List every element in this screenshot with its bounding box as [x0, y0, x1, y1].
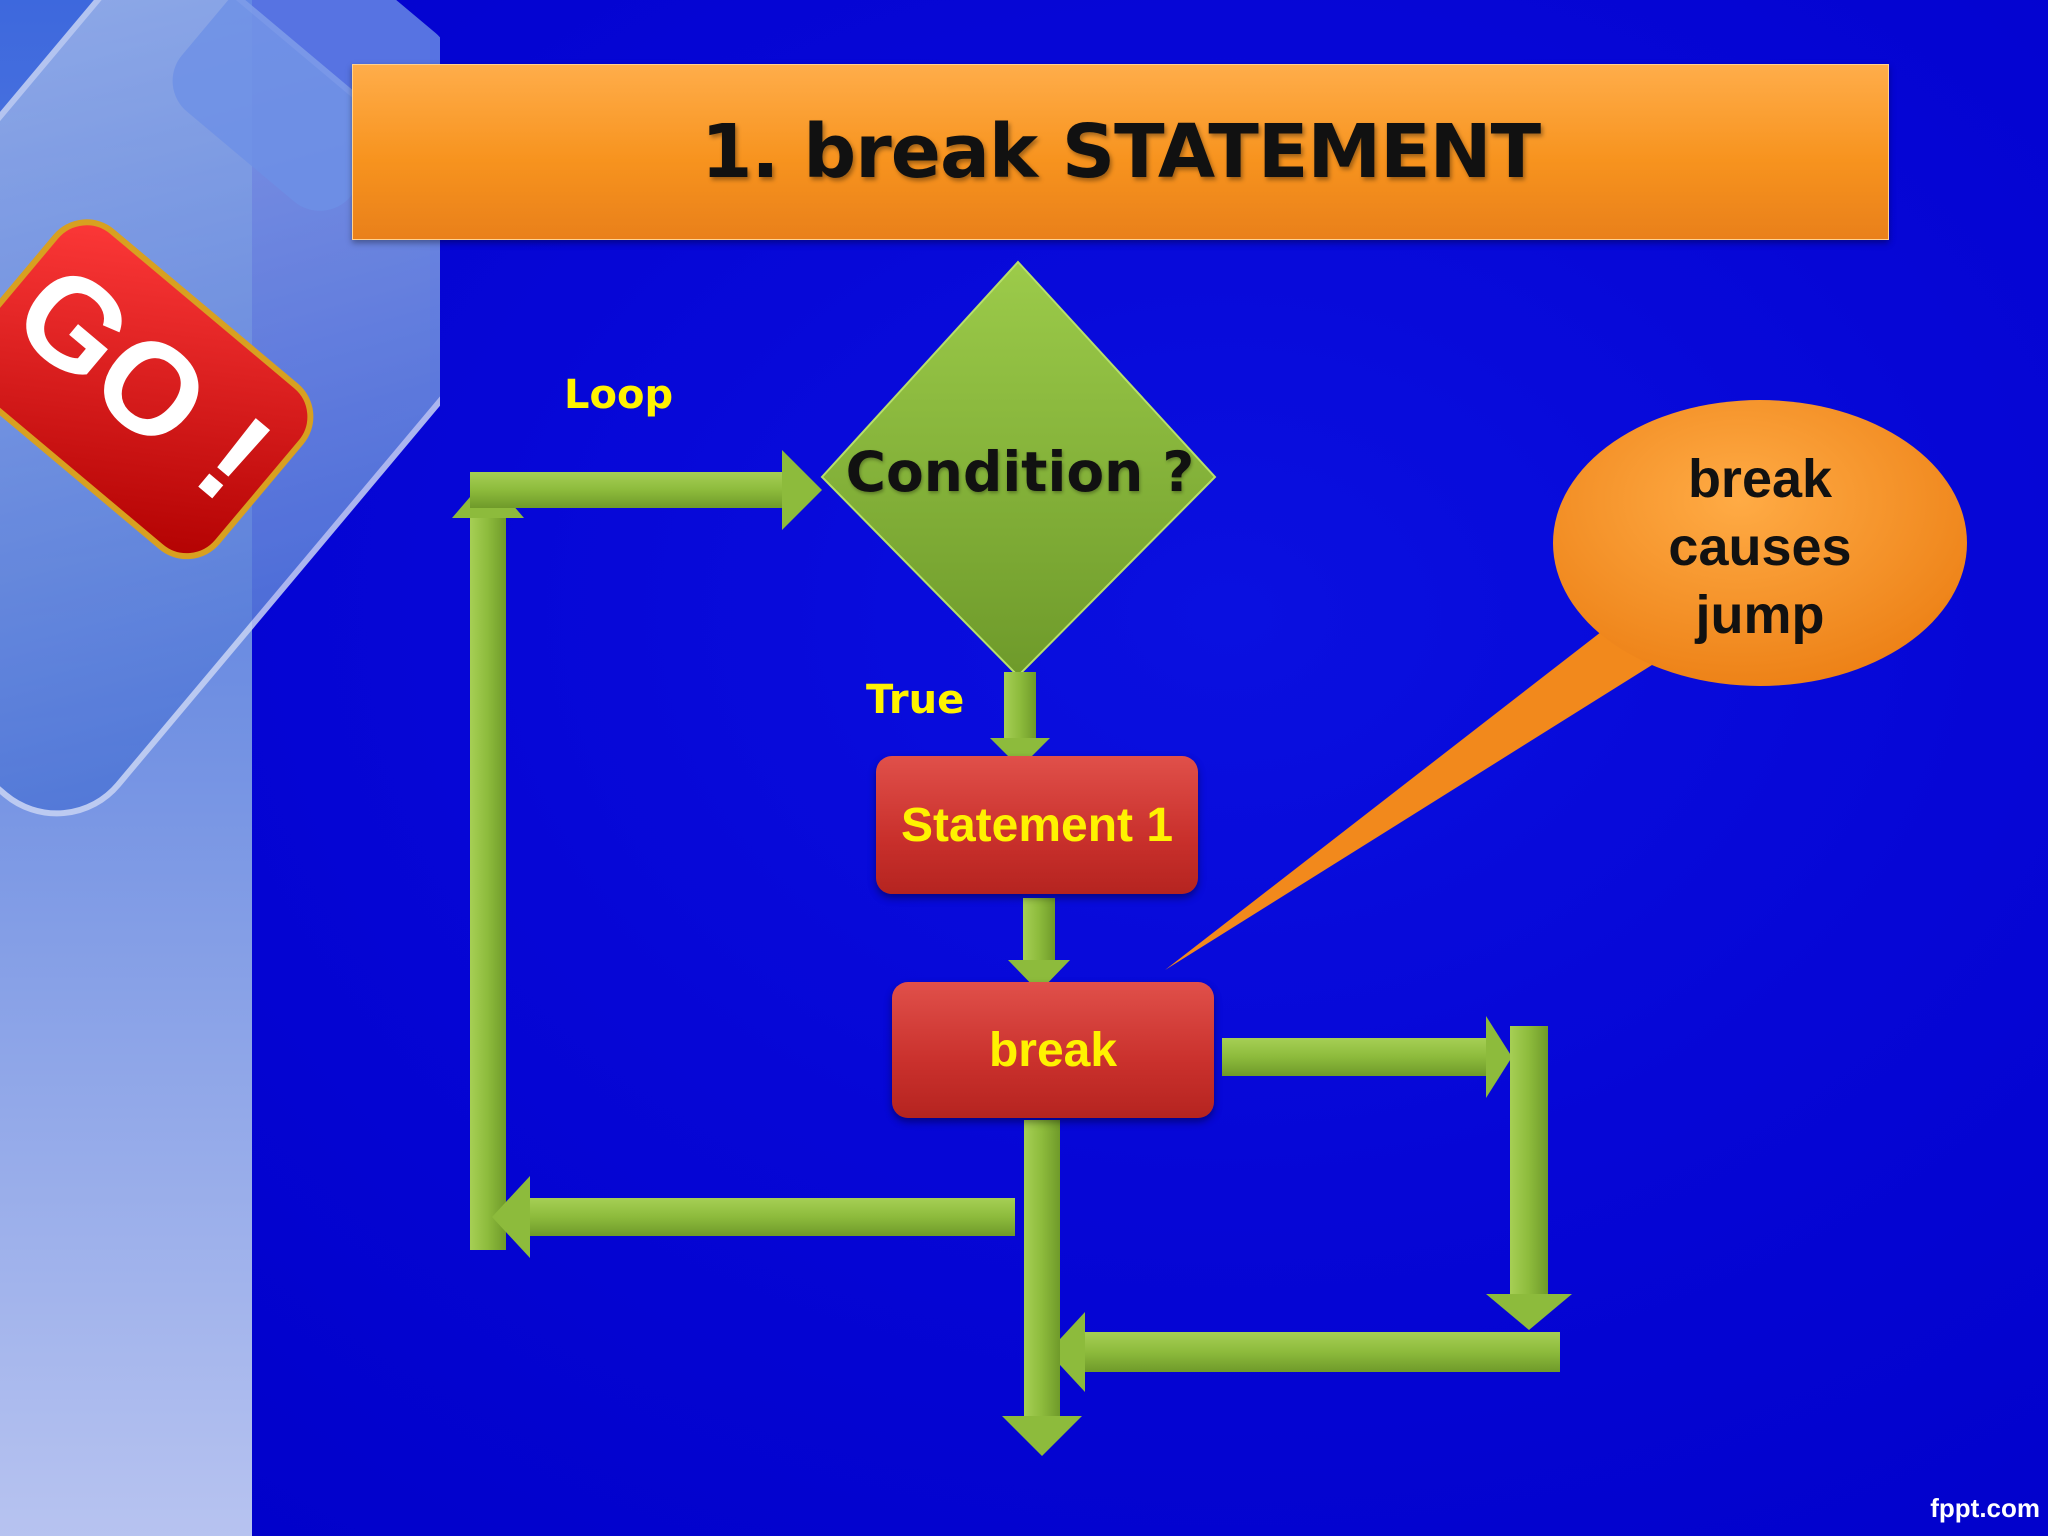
exit-arrow [1002, 1120, 1082, 1456]
title-banner: 1. break STATEMENT [352, 64, 1889, 240]
callout-text: break causes jump [1580, 445, 1940, 649]
statement1-label: Statement 1 [900, 798, 1174, 852]
go-key-decoration: GO ! [0, 0, 440, 817]
callout-bubble [1165, 400, 1967, 970]
break-box: break [892, 982, 1214, 1118]
true-label: True [866, 677, 965, 723]
slide-title: 1. break STATEMENT [700, 109, 1541, 195]
statement1-box: Statement 1 [876, 756, 1198, 894]
statement-to-break-arrow [1008, 898, 1070, 992]
callout-line: break [1687, 449, 1833, 509]
callout-line: jump [1695, 585, 1825, 645]
loop-label: Loop [564, 372, 674, 418]
true-arrow [990, 672, 1050, 768]
condition-label: Condition ? [845, 440, 1195, 504]
loop-back-arrow [452, 450, 1015, 1258]
break-box-label: break [988, 1023, 1118, 1077]
callout-line: causes [1668, 517, 1852, 577]
break-jump-arrow [1048, 1016, 1572, 1392]
footer-brand: fppt.com [1930, 1493, 2040, 1523]
